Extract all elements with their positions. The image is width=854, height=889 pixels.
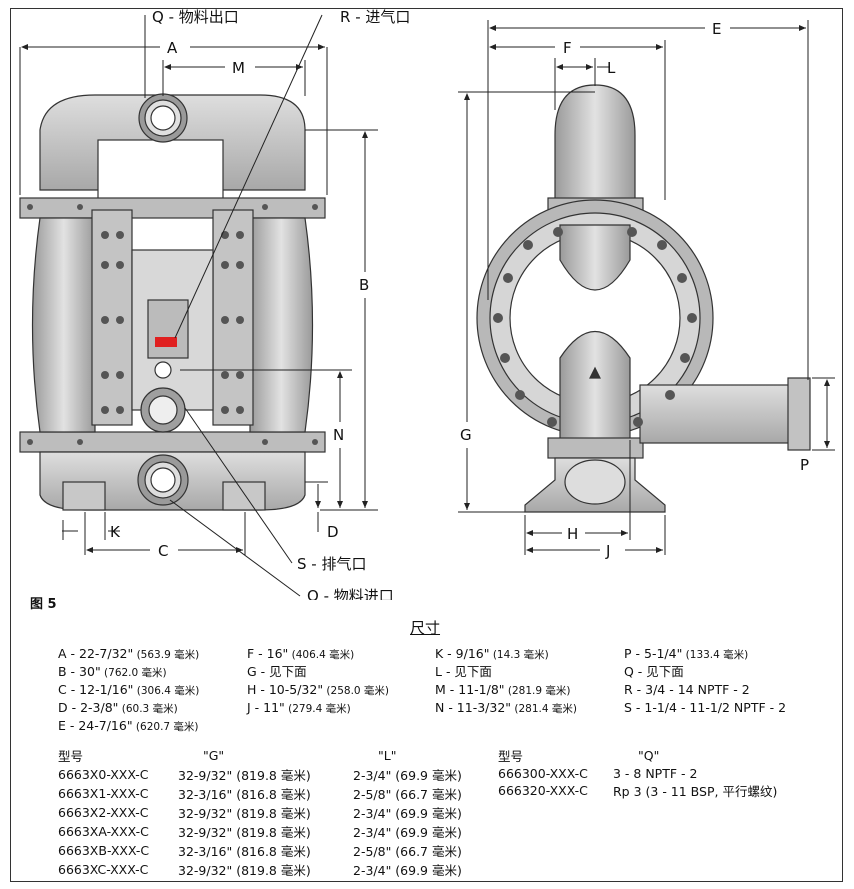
table-header: 型号 "Q" — [498, 748, 660, 764]
dim-l: L - 见下面 — [435, 664, 492, 679]
callout-p: P — [800, 456, 809, 474]
pump-technical-drawing: Q - 物料出口 R - 进气口 A M B N K C D S - 排气口 Q… — [19, 8, 835, 600]
table-header: 型号 "G" "L" — [58, 748, 397, 764]
callout-a: A — [167, 39, 178, 57]
callout-l: L — [607, 59, 616, 77]
callout-h: H — [567, 525, 578, 543]
dim-r: R - 3/4 - 14 NPTF - 2 — [624, 682, 750, 697]
page-frame — [10, 8, 843, 882]
dim-p: P - 5-1/4" (133.4 毫米) — [624, 646, 749, 661]
dim-k: K - 9/16" (14.3 毫米) — [435, 646, 549, 661]
dim-g: G - 见下面 — [247, 664, 307, 679]
dim-d: D - 2-3/8" (60.3 毫米) — [58, 700, 178, 715]
callout-e: E — [712, 20, 721, 38]
callout-d: D — [327, 523, 339, 541]
callout-c: C — [158, 542, 168, 560]
callout-n: N — [333, 426, 344, 444]
dim-m: M - 11-1/8" (281.9 毫米) — [435, 682, 571, 697]
callout-g: G — [460, 426, 472, 444]
dims-column-2: F - 16" (406.4 毫米) G - 见下面 H - 10-5/32" … — [247, 645, 389, 717]
dim-b: B - 30" (762.0 毫米) — [58, 664, 167, 679]
dim-a: A - 22-7/32" (563.9 毫米) — [58, 646, 200, 661]
callout-s-exhaust: S - 排气口 — [297, 555, 366, 573]
figure-label: 图 5 — [30, 597, 57, 612]
callout-j: J — [605, 542, 610, 560]
dim-n: N - 11-3/32" (281.4 毫米) — [435, 700, 577, 715]
dim-s: S - 1-1/4 - 11-1/2 NPTF - 2 — [624, 700, 787, 715]
dim-h: H - 10-5/32" (258.0 毫米) — [247, 682, 390, 697]
side-view — [476, 84, 811, 513]
callout-q-outlet: Q - 物料出口 — [152, 8, 239, 26]
dimensions-title: 尺寸 — [410, 619, 441, 637]
dims-column-4: P - 5-1/4" (133.4 毫米) Q - 见下面 R - 3/4 - … — [624, 645, 786, 717]
dim-c: C - 12-1/16" (306.4 毫米) — [58, 682, 200, 697]
dim-q: Q - 见下面 — [624, 664, 684, 679]
dim-f: F - 16" (406.4 毫米) — [247, 646, 355, 661]
callout-r-air-inlet: R - 进气口 — [340, 8, 410, 26]
front-view — [19, 93, 326, 511]
callout-b: B — [359, 276, 369, 294]
callout-m: M — [232, 59, 245, 77]
callout-q-inlet: Q - 物料进口 — [307, 587, 394, 600]
callout-k: K — [110, 523, 121, 541]
dim-j: J - 11" (279.4 毫米) — [247, 700, 351, 715]
callout-f: F — [563, 39, 572, 57]
dim-e: E - 24-7/16" (620.7 毫米) — [58, 718, 199, 733]
dims-column-3: K - 9/16" (14.3 毫米) L - 见下面 M - 11-1/8" … — [435, 645, 577, 717]
dims-column-1: A - 22-7/32" (563.9 毫米) B - 30" (762.0 毫… — [58, 645, 199, 735]
